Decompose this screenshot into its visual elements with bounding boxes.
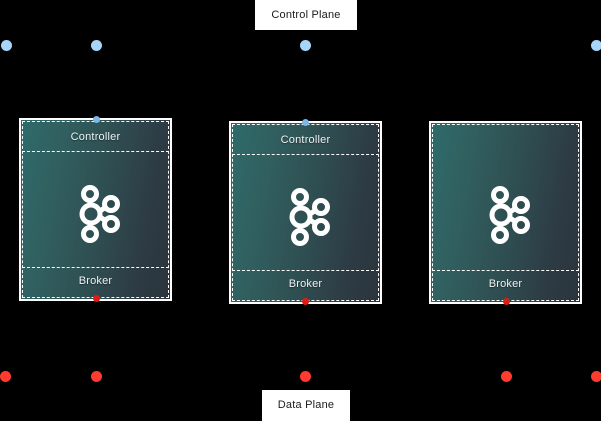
node-broker-connector-2[interactable]	[301, 297, 309, 305]
controller-divider-1	[22, 151, 169, 152]
controller-divider-2	[232, 154, 379, 155]
data-plane-dot-5[interactable]	[590, 370, 601, 382]
data-plane-dot-4[interactable]	[500, 370, 512, 382]
broker-section-label-3: Broker	[488, 278, 523, 290]
data-plane-dot-2[interactable]	[90, 370, 102, 382]
node-controller-connector-1[interactable]	[92, 115, 100, 123]
broker-divider-3	[432, 270, 579, 271]
broker-node-3[interactable]: Broker	[429, 121, 582, 304]
control-plane-dot-2[interactable]	[90, 39, 102, 51]
controller-section-label-1: Controller	[70, 131, 121, 143]
control-plane-dot-3[interactable]	[299, 39, 311, 51]
broker-section-label-1: Broker	[78, 275, 113, 287]
control-plane-dot-1[interactable]	[0, 39, 12, 51]
node-broker-connector-3[interactable]	[502, 297, 510, 305]
data-plane-label: Data Plane	[262, 390, 350, 421]
broker-divider-2	[232, 270, 379, 271]
kafka-logo-icon	[487, 185, 533, 244]
control-plane-dot-4[interactable]	[590, 39, 601, 51]
broker-divider-1	[22, 267, 169, 268]
node-broker-connector-1[interactable]	[92, 294, 100, 302]
node-controller-connector-2[interactable]	[301, 118, 309, 126]
control-plane-label: Control Plane	[255, 0, 357, 30]
kafka-logo-icon	[287, 187, 333, 246]
data-plane-dot-3[interactable]	[299, 370, 311, 382]
data-plane-dot-1[interactable]	[0, 370, 11, 382]
controller-section-label-2: Controller	[280, 134, 331, 146]
broker-section-label-2: Broker	[288, 278, 323, 290]
kafka-logo-icon	[77, 184, 123, 243]
